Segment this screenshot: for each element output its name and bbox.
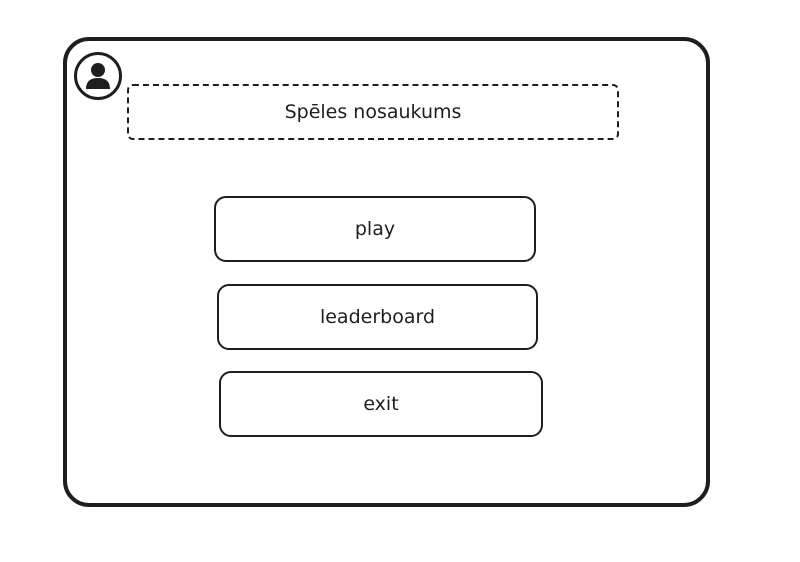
game-title: Spēles nosaukums bbox=[127, 84, 619, 140]
main-window bbox=[63, 37, 710, 507]
exit-button[interactable]: exit bbox=[219, 371, 543, 437]
leaderboard-button[interactable]: leaderboard bbox=[217, 284, 538, 350]
user-profile-icon[interactable] bbox=[74, 52, 122, 100]
play-button[interactable]: play bbox=[214, 196, 536, 262]
